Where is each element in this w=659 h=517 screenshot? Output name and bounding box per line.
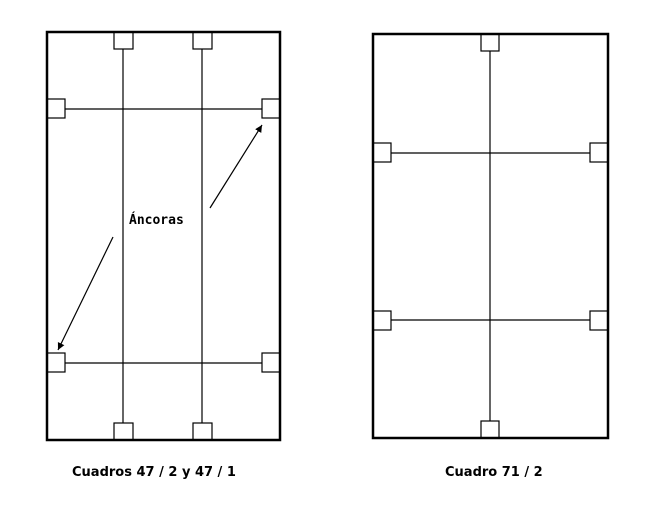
arrow xyxy=(209,124,263,209)
anchor-square xyxy=(589,142,609,163)
anchor-square xyxy=(192,31,213,50)
anchors-label: Áncoras xyxy=(129,213,184,228)
anchor-square xyxy=(192,422,213,441)
anchor-square xyxy=(46,352,66,373)
anchor-square xyxy=(480,420,500,439)
right-caption: Cuadro 71 / 2 xyxy=(445,465,543,480)
arrow xyxy=(57,236,114,351)
anchor-square xyxy=(261,352,281,373)
anchor-square xyxy=(480,33,500,52)
left-frame xyxy=(45,30,282,442)
left-caption: Cuadros 47 / 2 y 47 / 1 xyxy=(72,465,236,480)
anchor-square xyxy=(46,98,66,119)
anchor-square xyxy=(372,142,392,163)
anchor-square xyxy=(589,310,609,331)
anchor-square xyxy=(372,310,392,331)
anchor-square xyxy=(113,422,134,441)
anchor-square xyxy=(261,98,281,119)
right-frame xyxy=(371,32,610,440)
anchor-square xyxy=(113,31,134,50)
